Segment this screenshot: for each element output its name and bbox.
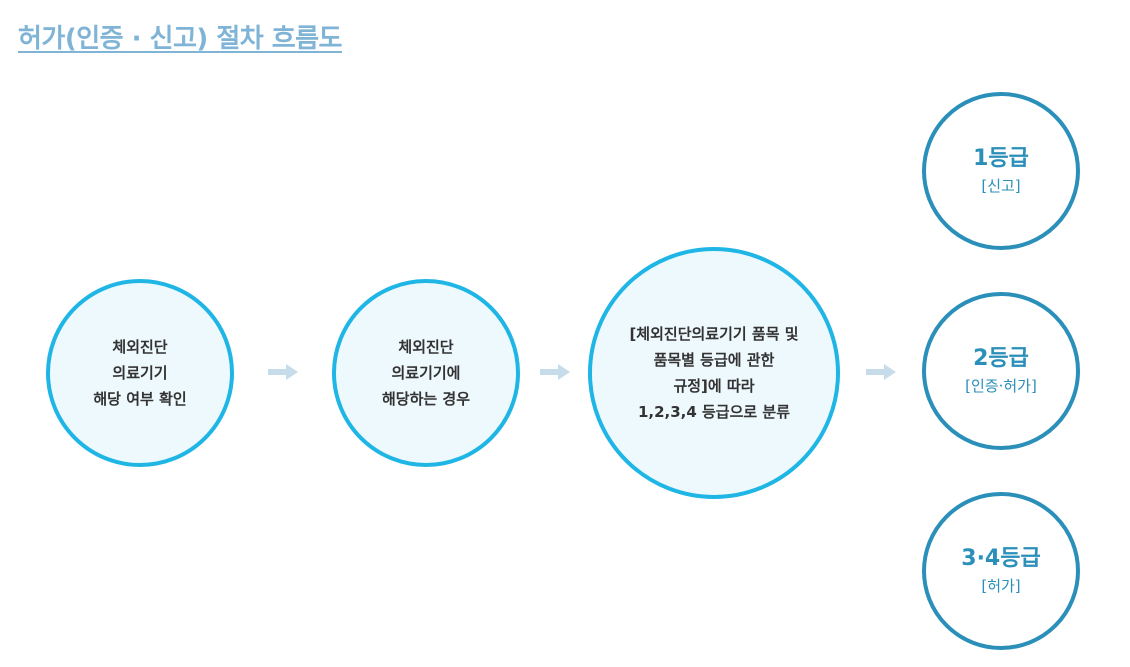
step-is-ivd-device: 체외진단 의료기기에 해당하는 경우 <box>332 279 520 467</box>
step-line: 품목별 등급에 관한 <box>653 351 775 369</box>
step-line: 체외진단 <box>112 338 168 356</box>
step-line: 체외진단 <box>398 338 454 356</box>
step-line: 1,2,3,4 등급으로 분류 <box>637 403 791 421</box>
step-line: 의료기기 <box>112 364 168 382</box>
step-text: 체외진단 의료기기에 해당하는 경우 <box>382 334 470 412</box>
grade-1-node: 1등급 [신고] <box>922 92 1080 250</box>
step-line: 해당 여부 확인 <box>93 390 187 408</box>
grade-type: [허가] <box>981 577 1021 595</box>
grade-type: [신고] <box>981 177 1021 195</box>
step-text: [체외진단의료기기 품목 및 품목별 등급에 관한 규정]에 따라 1,2,3,… <box>629 321 798 425</box>
step-line: 해당하는 경우 <box>381 390 471 408</box>
grade-name: 1등급 <box>973 146 1029 171</box>
grade-name: 2등급 <box>973 346 1029 371</box>
arrow-right-icon <box>540 364 570 380</box>
step-line: 의료기기에 <box>391 364 461 382</box>
step-check-ivd-device: 체외진단 의료기기 해당 여부 확인 <box>46 279 234 467</box>
arrow-right-icon <box>866 364 896 380</box>
step-grade-classification: [체외진단의료기기 품목 및 품목별 등급에 관한 규정]에 따라 1,2,3,… <box>588 247 840 499</box>
step-text: 체외진단 의료기기 해당 여부 확인 <box>93 334 186 412</box>
step-line: 규정]에 따라 <box>673 377 755 395</box>
page-title: 허가(인증 · 신고) 절차 흐름도 <box>18 24 342 54</box>
grade-2-node: 2등급 [인증·허가] <box>922 292 1080 450</box>
arrow-right-icon <box>268 364 298 380</box>
step-line: [체외진단의료기기 품목 및 <box>629 325 799 343</box>
grade-3-4-node: 3·4등급 [허가] <box>922 492 1080 650</box>
grade-name: 3·4등급 <box>961 546 1041 571</box>
grade-type: [인증·허가] <box>965 377 1037 395</box>
